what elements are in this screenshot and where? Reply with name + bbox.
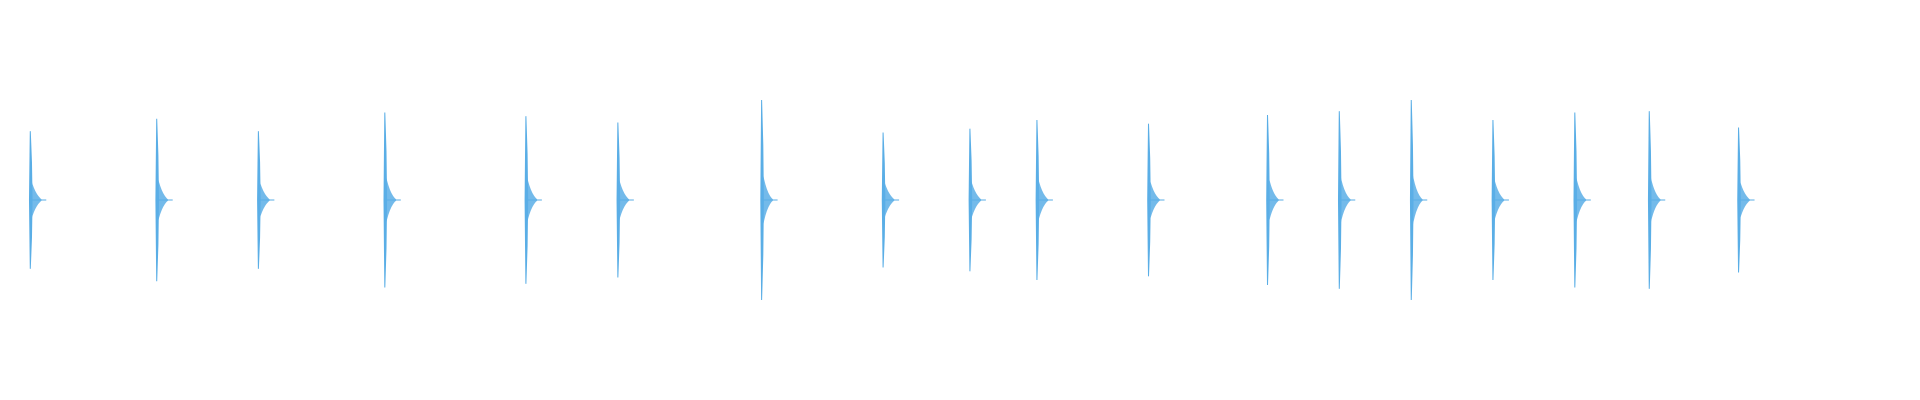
waveform-click xyxy=(1647,111,1666,289)
waveform-click xyxy=(1737,127,1755,273)
waveform-click xyxy=(383,112,401,288)
waveform-click xyxy=(257,131,275,269)
waveform-click xyxy=(881,132,900,268)
waveform-click xyxy=(1491,119,1509,281)
waveform-clicks xyxy=(28,99,1755,301)
waveform-click xyxy=(1573,112,1591,288)
waveform-click xyxy=(1266,114,1284,286)
waveform-click xyxy=(524,116,542,284)
waveform-click xyxy=(616,122,634,278)
waveform-click xyxy=(1409,99,1428,301)
waveform-click xyxy=(968,128,986,272)
waveform-click xyxy=(760,99,778,301)
waveform-click xyxy=(155,118,173,282)
waveform-click xyxy=(28,131,47,269)
waveform-click xyxy=(1337,111,1356,289)
waveform-click xyxy=(1035,119,1053,281)
waveform-click xyxy=(1147,123,1165,277)
